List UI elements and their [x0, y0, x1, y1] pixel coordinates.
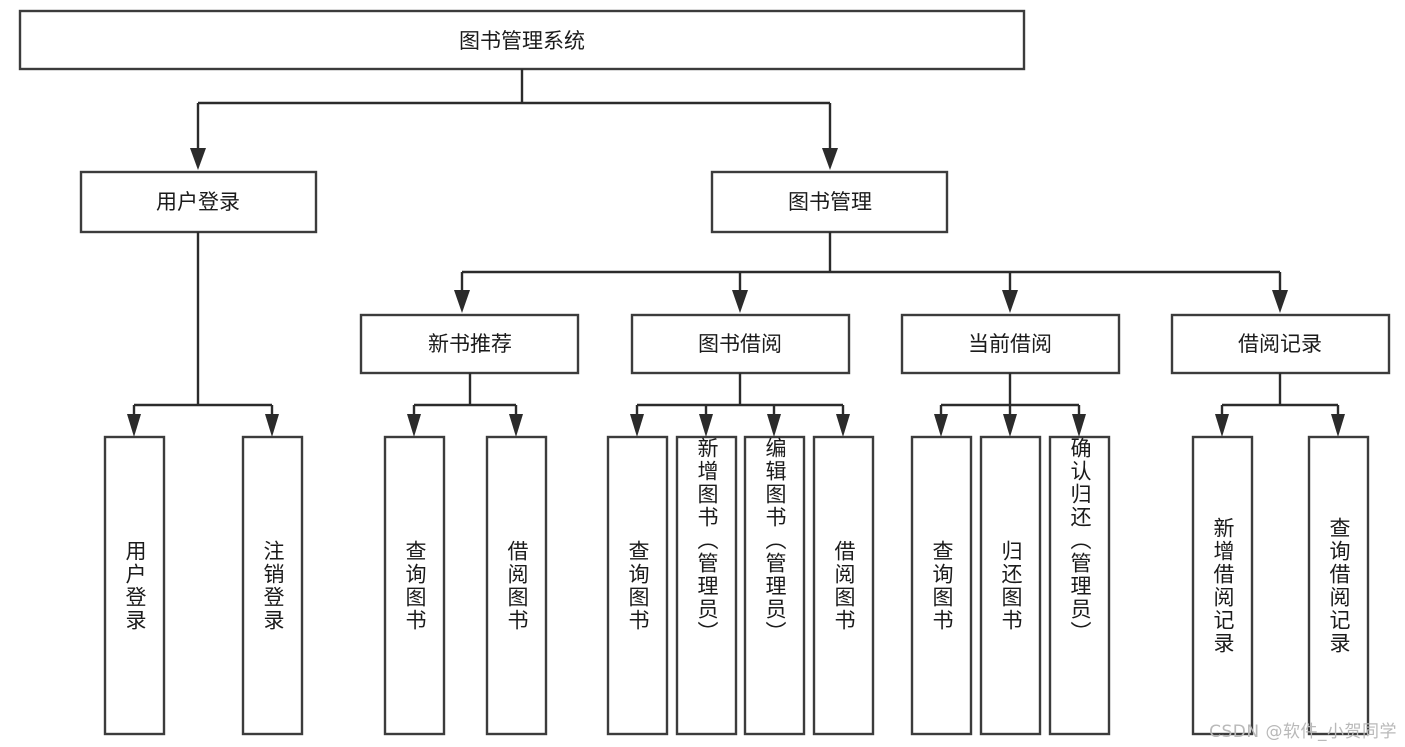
arrow-current-borrow-leaf1: [934, 414, 948, 437]
leaf-box-book-borrow-3[interactable]: [743, 435, 806, 736]
arrow-new-book-leaf1: [407, 414, 421, 437]
leaf-box-book-borrow-2[interactable]: [675, 435, 738, 736]
node-user-login[interactable]: 用户登录: [79, 170, 318, 234]
node-root-label: 图书管理系统: [459, 29, 585, 53]
leaf-box-current-borrow-3[interactable]: [1048, 435, 1111, 736]
node-book-management[interactable]: 图书管理: [710, 170, 949, 234]
leaf-box-borrow-record-2[interactable]: [1307, 435, 1370, 736]
node-root[interactable]: 图书管理系统: [18, 9, 1026, 71]
leaf-box-current-borrow-2[interactable]: [979, 435, 1042, 736]
csdn-watermark: CSDN @软件_小贺同学: [1209, 722, 1397, 742]
arrow-borrow-record-leaf2: [1331, 414, 1345, 437]
arrow-book-mgmt-to-book-borrow: [732, 290, 748, 313]
leaf-box-user-login-1[interactable]: [103, 435, 166, 736]
node-borrow-record-box[interactable]: [1170, 313, 1391, 375]
arrow-book-mgmt-to-borrow-record: [1272, 290, 1288, 313]
node-new-book-recommend[interactable]: 新书推荐: [359, 313, 580, 375]
leaf-box-borrow-record-1[interactable]: [1191, 435, 1254, 736]
leaf-box-new-book-1[interactable]: [383, 435, 446, 736]
node-new-book-recommend-label: 新书推荐: [428, 332, 512, 356]
arrow-book-borrow-leaf4: [836, 414, 850, 437]
arrow-user-login-leaf1: [127, 414, 141, 437]
leaf-box-book-borrow-4[interactable]: [812, 435, 875, 736]
arrow-root-to-user-login: [190, 148, 206, 170]
arrow-root-to-book-mgmt: [822, 148, 838, 170]
node-book-borrow-box[interactable]: [630, 313, 851, 375]
arrow-book-mgmt-to-current-borrow: [1002, 290, 1018, 313]
arrow-new-book-leaf2: [509, 414, 523, 437]
arrow-book-borrow-leaf3: [767, 414, 781, 437]
leaf-box-current-borrow-1[interactable]: [910, 435, 973, 736]
arrow-book-mgmt-to-new-book: [454, 290, 470, 313]
arrow-current-borrow-leaf2: [1003, 414, 1017, 437]
arrow-book-borrow-leaf2: [699, 414, 713, 437]
node-current-borrow-box[interactable]: [900, 313, 1121, 375]
node-current-borrow[interactable]: 当前借阅: [900, 313, 1121, 375]
arrow-user-login-leaf2: [265, 414, 279, 437]
node-book-borrow-label: 图书借阅: [698, 332, 782, 356]
arrow-current-borrow-leaf3: [1072, 414, 1086, 437]
node-user-login-label: 用户登录: [156, 190, 240, 214]
node-root-box[interactable]: [18, 9, 1026, 71]
leaf-box-book-borrow-1[interactable]: [606, 435, 669, 736]
leaf-box-user-login-2[interactable]: [241, 435, 304, 736]
node-new-book-recommend-box[interactable]: [359, 313, 580, 375]
node-current-borrow-label: 当前借阅: [968, 332, 1052, 356]
node-book-borrow[interactable]: 图书借阅: [630, 313, 851, 375]
node-book-management-label: 图书管理: [788, 190, 872, 214]
node-borrow-record[interactable]: 借阅记录: [1170, 313, 1391, 375]
leaf-box-new-book-2[interactable]: [485, 435, 548, 736]
node-book-management-box[interactable]: [710, 170, 949, 234]
arrow-borrow-record-leaf1: [1215, 414, 1229, 437]
arrow-book-borrow-leaf1: [630, 414, 644, 437]
node-borrow-record-label: 借阅记录: [1238, 332, 1322, 356]
